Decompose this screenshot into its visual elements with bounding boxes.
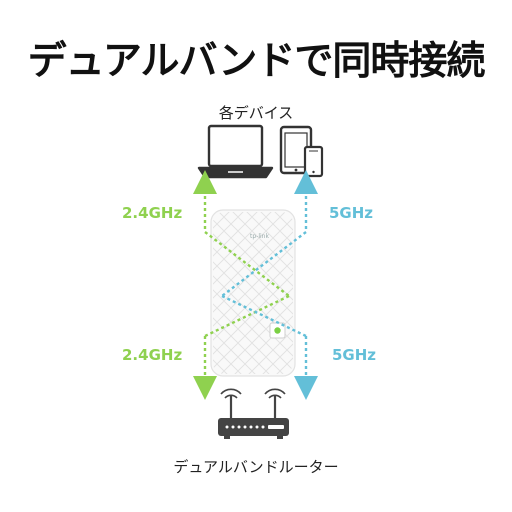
page-title: デュアルバンドで同時接続 xyxy=(27,39,486,84)
laptop-icon xyxy=(197,124,274,179)
router-icon xyxy=(218,388,289,439)
devices-label: 各デバイス xyxy=(218,104,294,122)
band-label-24ghz-bottom: 2.4GHz xyxy=(122,346,183,364)
band-label-5ghz-top: 5GHz xyxy=(329,204,374,222)
range-extender-device xyxy=(210,209,296,377)
band-label-5ghz-bottom: 5GHz xyxy=(332,346,377,364)
band-5ghz-path xyxy=(221,190,308,382)
band-label-24ghz-top: 2.4GHz xyxy=(122,204,183,222)
band-24ghz-path xyxy=(203,190,290,382)
router-label: デュアルバンドルーター xyxy=(173,458,339,476)
smartphone-icon xyxy=(303,145,324,178)
brand-logo: tp-link xyxy=(250,233,269,240)
